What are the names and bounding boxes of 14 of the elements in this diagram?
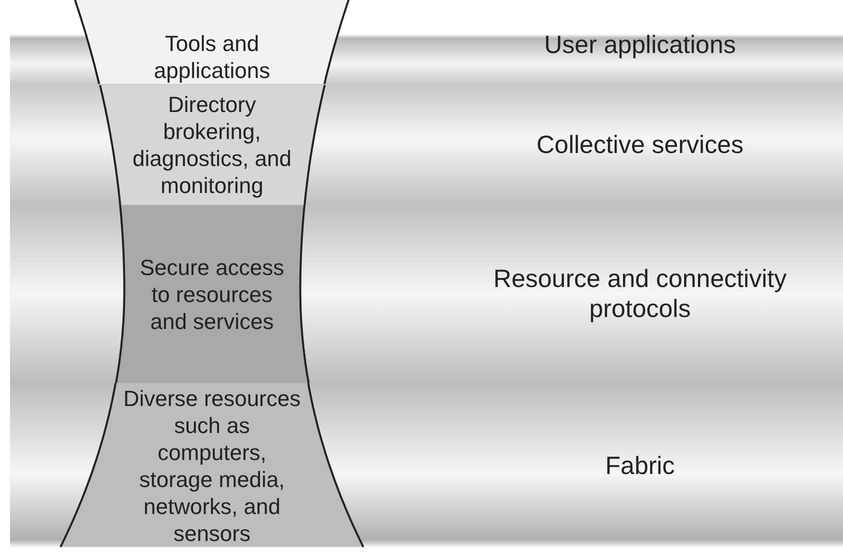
layer-band	[10, 383, 843, 548]
layer-label: User applications	[543, 30, 737, 60]
layer-text: Diverse resources such as computers, storage media, networks, and sensors	[122, 384, 302, 546]
layer-text: Secure access to resources and services	[138, 254, 286, 334]
layer-label: Collective services	[535, 130, 744, 160]
layer-label: Resource and connectivity protocols	[492, 264, 788, 324]
hourglass-section	[114, 205, 310, 383]
layer-text: Directory brokering, diagnostics, and monitoring	[131, 91, 292, 199]
hourglass-section	[58, 383, 366, 548]
layer-label: Fabric	[604, 450, 676, 480]
layer-band	[10, 0, 843, 85]
layer-text: Tools and applications	[152, 30, 272, 84]
hourglass-section	[98, 85, 326, 205]
hourglass-section	[73, 0, 351, 85]
